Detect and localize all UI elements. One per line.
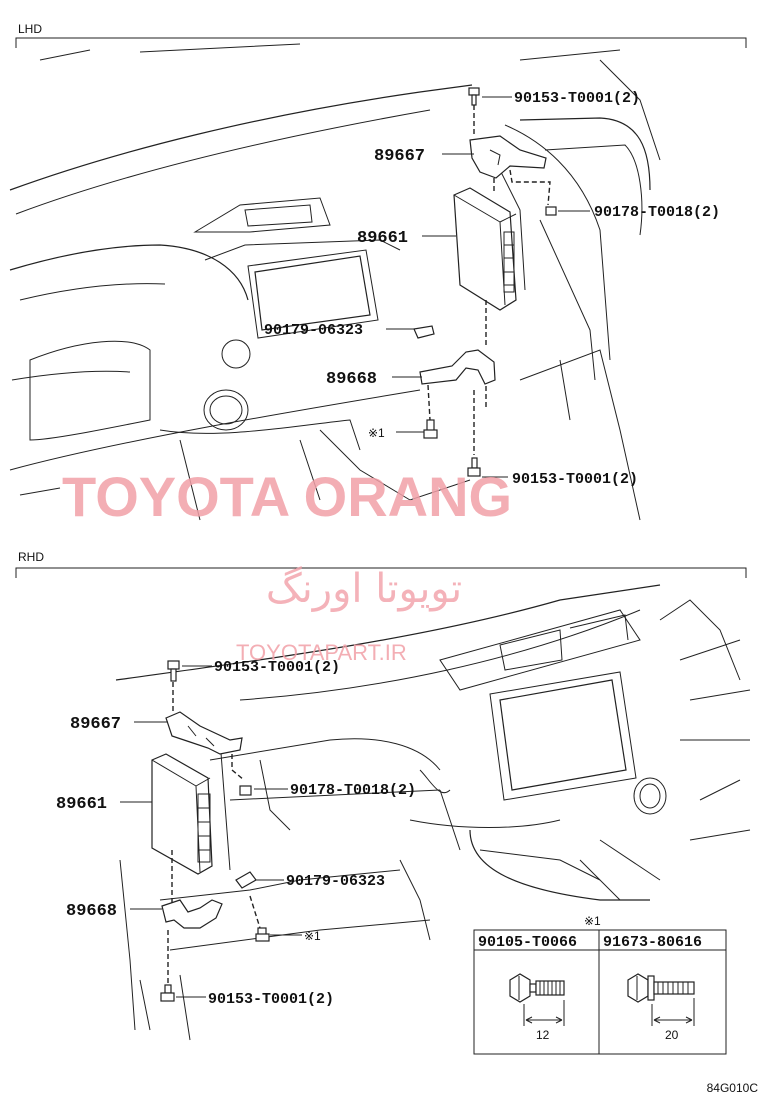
rhd-ecu-module — [151, 753, 213, 875]
figure-code: 84G010C — [707, 1081, 759, 1095]
lhd-clip-icon — [413, 325, 435, 339]
rhd-label-bolt-top: 90153-T0001(2) — [214, 659, 340, 676]
rhd-nut-icon — [239, 785, 252, 796]
lhd-section: LHD — [9, 22, 747, 521]
lhd-label-bracket-lower: 89668 — [326, 370, 377, 389]
rhd-label-ecu: 89661 — [56, 795, 107, 814]
legend-frame — [473, 929, 727, 1055]
rhd-section-frame — [15, 567, 747, 578]
lhd-bracket-lower — [419, 349, 496, 385]
lhd-vent-left — [221, 339, 251, 369]
lhd-label-ecu: 89661 — [357, 229, 408, 248]
rhd-dashboard-drawing — [115, 584, 751, 1041]
rhd-leaders — [120, 665, 302, 998]
lhd-display-screen — [254, 255, 371, 331]
rhd-label-clip: 90179-06323 — [286, 873, 385, 890]
legend-length-2: 20 — [665, 1028, 679, 1042]
legend-bolt-1-icon — [509, 973, 565, 1026]
lhd-label-nut: 90178-T0018(2) — [594, 204, 720, 221]
lhd-section-frame — [15, 37, 747, 48]
lhd-bolt-top-icon — [468, 87, 480, 106]
rhd-clip-icon — [235, 871, 257, 889]
watermark-brand: TOYOTA ORANG — [62, 465, 512, 528]
rhd-label-bracket-upper: 89667 — [70, 715, 121, 734]
bolt-legend: ※1 90105-T0066 91673-80616 12 — [473, 914, 727, 1055]
lhd-label-bolt-bottom: 90153-T0001(2) — [512, 471, 638, 488]
lhd-bracket-upper — [469, 135, 547, 179]
rhd-label-nut: 90178-T0018(2) — [290, 782, 416, 799]
legend-bolt-2-icon — [627, 973, 695, 1026]
legend-part-2: 91673-80616 — [603, 934, 702, 951]
watermark-persian: تویوتا اورنگ — [266, 566, 462, 612]
lhd-label-clip: 90179-06323 — [264, 322, 363, 339]
lhd-bolt-note-icon — [423, 419, 438, 439]
lhd-label-bracket-upper: 89667 — [374, 147, 425, 166]
lhd-parts — [413, 87, 557, 477]
rhd-section: RHD — [15, 550, 751, 1041]
legend-length-1: 12 — [536, 1028, 550, 1042]
rhd-parts — [151, 660, 270, 1002]
rhd-bracket-lower — [161, 899, 223, 929]
rhd-bolt-top-icon — [167, 660, 180, 682]
rhd-vent-right — [633, 777, 667, 815]
rhd-label-bolt-bottom: 90153-T0001(2) — [208, 991, 334, 1008]
legend-part-1: 90105-T0066 — [478, 934, 577, 951]
lhd-bolt-bottom-icon — [467, 457, 481, 477]
rhd-bracket-upper — [165, 711, 243, 755]
rhd-bolt-note-icon — [255, 927, 270, 942]
lhd-dashboard-drawing — [9, 43, 661, 521]
rhd-bolt-bottom-icon — [160, 984, 175, 1002]
rhd-section-label: RHD — [18, 550, 44, 564]
rhd-label-bolt-note: ※1 — [304, 929, 321, 943]
lhd-leaders — [386, 96, 590, 478]
lhd-label-bolt-note: ※1 — [368, 426, 385, 440]
lhd-label-bolt-top: 90153-T0001(2) — [514, 90, 640, 107]
rhd-label-bracket-lower: 89668 — [66, 902, 117, 921]
legend-mark: ※1 — [584, 914, 601, 928]
lhd-ecu-module — [453, 187, 517, 311]
lhd-section-label: LHD — [18, 22, 42, 36]
watermark-site: TOYOTAPART.IR — [236, 640, 407, 665]
watermark: TOYOTA ORANG تویوتا اورنگ TOYOTAPART.IR — [62, 465, 512, 665]
lhd-nut-icon — [545, 206, 557, 216]
rhd-display-screen — [499, 679, 627, 791]
